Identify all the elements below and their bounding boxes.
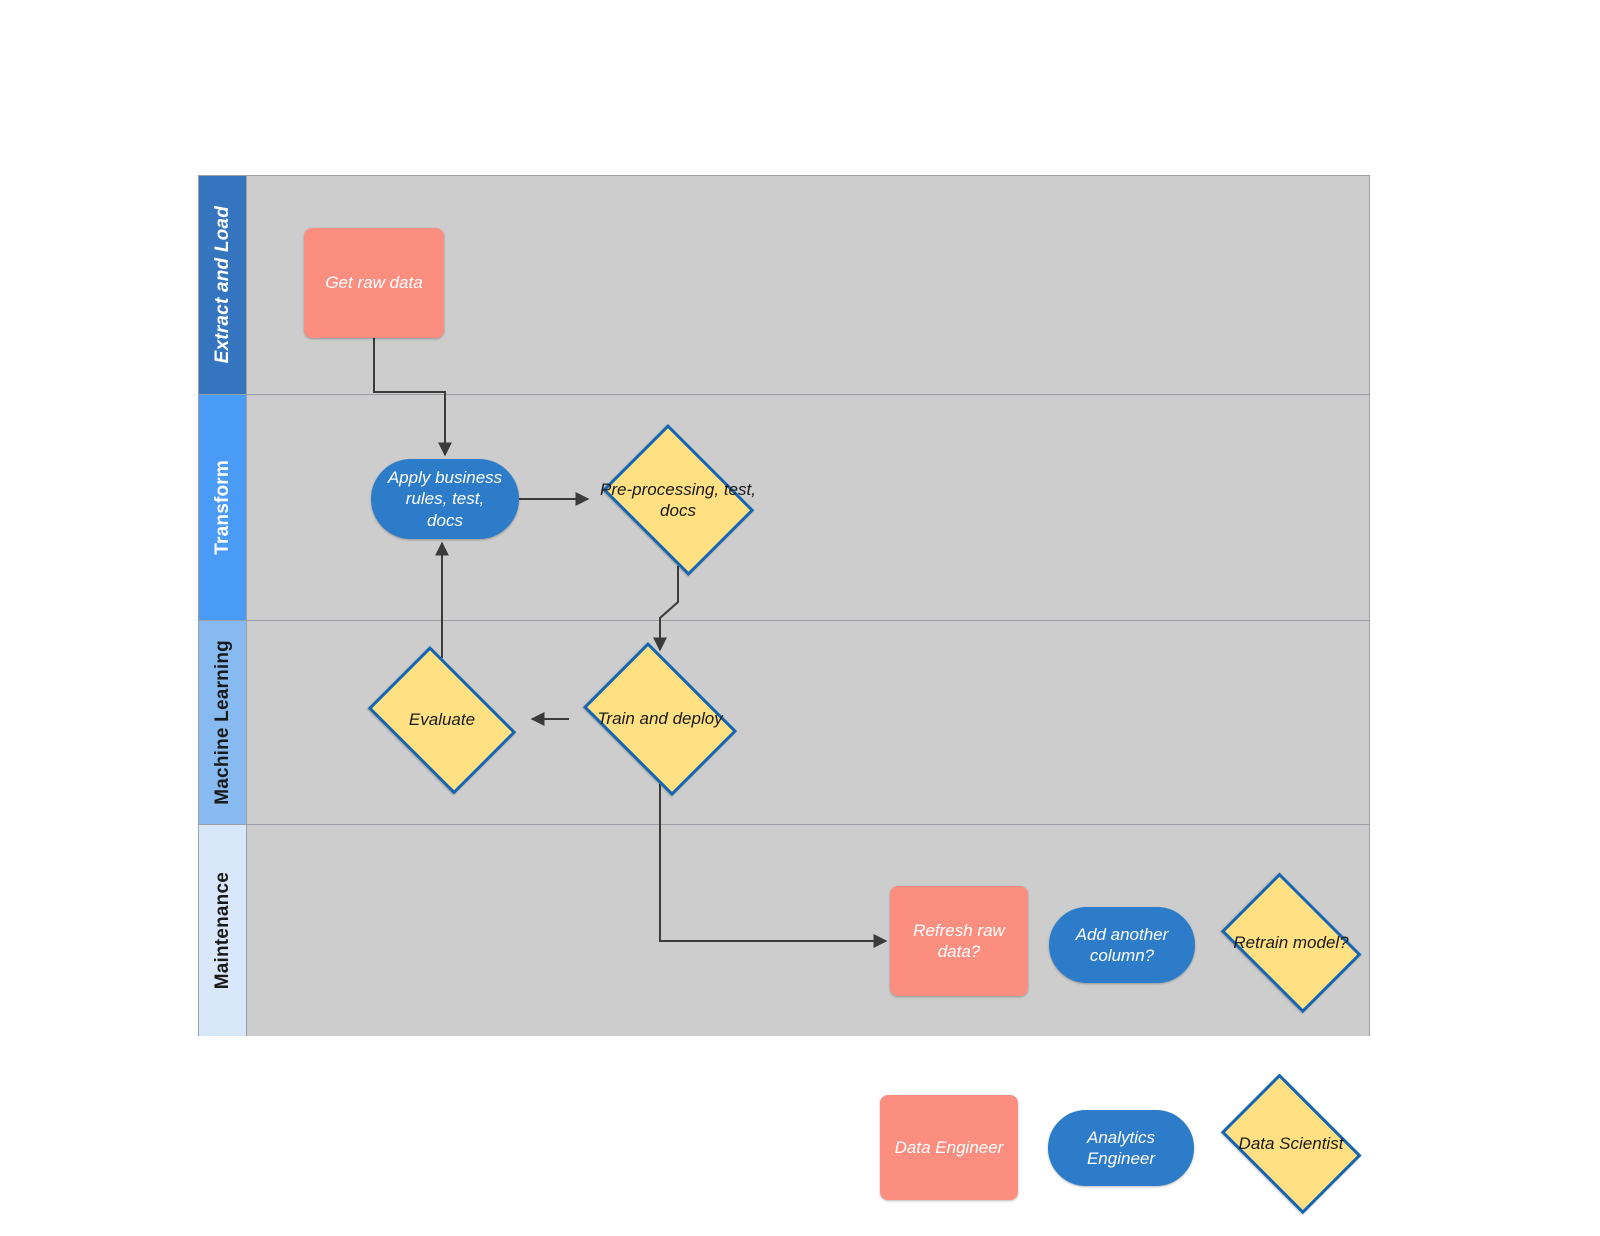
lane-header-extract-and-load[interactable]: Extract and Load — [199, 176, 247, 394]
lane-header-transform[interactable]: Transform — [199, 395, 247, 620]
node-label-apply-business-rules: Apply business rules, test, docs — [387, 468, 503, 530]
role-legend: Data Engineer Analytics Engineer Data Sc… — [880, 1073, 1362, 1215]
legend-label-data-scientist: Data Scientist — [1238, 1134, 1344, 1154]
node-add-another-column[interactable]: Add another column? — [1049, 907, 1195, 983]
node-label-evaluate: Evaluate — [408, 710, 476, 730]
node-get-raw-data[interactable]: Get raw data — [304, 228, 444, 338]
node-train-and-deploy[interactable]: Train and deploy — [571, 642, 749, 796]
lane-label-extract-and-load: Extract and Load — [211, 206, 233, 364]
node-retrain-model[interactable]: Retrain model? — [1209, 872, 1373, 1014]
node-label-pre-processing: Pre-processing, test, docs — [600, 479, 756, 520]
lane-label-transform: Transform — [211, 460, 233, 555]
legend-item-data-scientist[interactable]: Data Scientist — [1209, 1073, 1373, 1215]
node-label-retrain-model: Retrain model? — [1233, 933, 1349, 953]
node-label-add-another-column: Add another column? — [1075, 924, 1169, 965]
node-apply-business-rules[interactable]: Apply business rules, test, docs — [371, 459, 519, 539]
lane-body-maintenance — [247, 825, 1369, 1036]
legend-item-data-engineer[interactable]: Data Engineer — [880, 1095, 1018, 1200]
node-refresh-raw-data[interactable]: Refresh raw data? — [890, 886, 1028, 996]
lane-header-machine-learning[interactable]: Machine Learning — [199, 621, 247, 824]
node-label-get-raw-data: Get raw data — [325, 273, 423, 293]
legend-item-analytics-engineer[interactable]: Analytics Engineer — [1048, 1110, 1194, 1186]
node-label-refresh-raw-data: Refresh raw data? — [913, 920, 1005, 961]
legend-label-analytics-engineer: Analytics Engineer — [1086, 1127, 1156, 1168]
lane-label-maintenance: Maintenance — [211, 871, 233, 990]
lane-label-machine-learning: Machine Learning — [211, 640, 233, 805]
lane-header-maintenance[interactable]: Maintenance — [199, 825, 247, 1036]
node-label-train-and-deploy: Train and deploy — [597, 709, 723, 729]
legend-label-data-engineer: Data Engineer — [894, 1137, 1004, 1157]
node-evaluate[interactable]: Evaluate — [356, 646, 528, 794]
node-pre-processing[interactable]: Pre-processing, test, docs — [592, 424, 764, 576]
